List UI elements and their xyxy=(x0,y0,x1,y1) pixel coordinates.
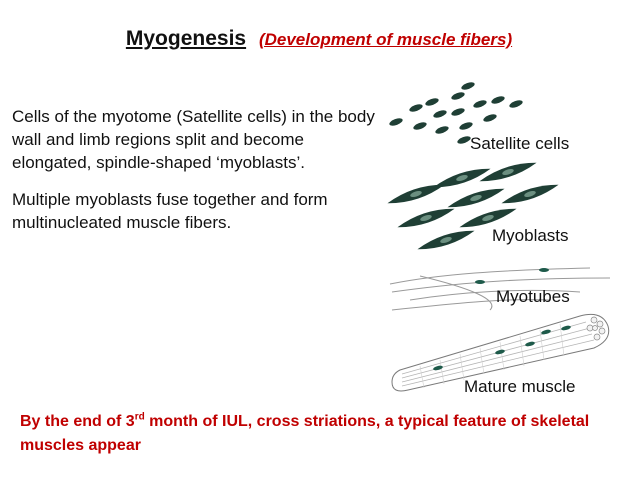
satellite-cell xyxy=(473,100,487,108)
satellite-cell xyxy=(389,118,403,126)
satellite-cell xyxy=(461,82,475,90)
satellite-cell xyxy=(491,96,505,104)
satellite-cell xyxy=(425,98,439,106)
title-main: Myogenesis xyxy=(125,27,247,50)
myotube-nucleus xyxy=(475,280,485,284)
muscle-nucleus xyxy=(561,325,571,331)
myotube-fiber xyxy=(391,277,611,293)
myoblast-cell xyxy=(459,208,517,228)
myotube-fiber xyxy=(389,267,591,285)
myotube-fiber xyxy=(409,289,581,301)
title-subtitle: (Development of muscle fibers) xyxy=(258,30,513,49)
satellite-cell xyxy=(409,104,423,112)
muscle-nucleus xyxy=(541,329,551,335)
myotube-nucleus xyxy=(539,268,549,272)
footer-ordinal-suffix: rd xyxy=(134,411,145,423)
label-myoblasts: Myoblasts xyxy=(492,226,569,245)
myoblast-cell xyxy=(417,230,475,250)
label-myotubes: Myotubes xyxy=(496,287,570,306)
footer-text-start: By the end of 3 xyxy=(20,413,135,430)
myoblast-cell xyxy=(397,208,455,228)
satellite-cell xyxy=(435,126,449,134)
satellite-cell xyxy=(459,122,473,130)
slide-title: Myogenesis (Development of muscle fibers… xyxy=(0,27,638,51)
satellite-cell xyxy=(457,136,471,144)
myoblasts-group xyxy=(387,162,559,250)
footer-text-end: month of IUL, cross striations, a typica… xyxy=(20,413,590,454)
paragraph-satellite-cells: Cells of the myotome (Satellite cells) i… xyxy=(12,107,375,172)
myoblast-cell xyxy=(479,162,537,182)
myoblast-cell xyxy=(387,184,445,204)
muscle-nucleus xyxy=(525,341,535,347)
paragraph-myoblast-fusion: Multiple myoblasts fuse together and for… xyxy=(12,190,328,232)
myoblast-cell xyxy=(447,188,505,208)
satellite-cell xyxy=(433,110,447,118)
mature-muscle-group xyxy=(391,313,610,392)
myoblast-cell xyxy=(433,168,491,188)
satellite-cell xyxy=(509,100,523,108)
satellite-cells-group xyxy=(389,82,523,144)
label-mature-muscle: Mature muscle xyxy=(464,377,575,396)
satellite-cell xyxy=(451,108,465,116)
myotube-fiber xyxy=(391,299,551,311)
myoblast-cell xyxy=(501,184,559,204)
myogenesis-diagram: Satellite cells xyxy=(380,78,635,400)
muscle-bundle-end xyxy=(586,316,606,341)
myogenesis-illustration: Satellite cells xyxy=(387,82,611,396)
muscle-nucleus xyxy=(495,349,505,355)
label-satellite-cells: Satellite cells xyxy=(470,134,569,153)
body-text: Cells of the myotome (Satellite cells) i… xyxy=(12,105,377,248)
satellite-cell xyxy=(451,92,465,100)
muscle-nucleus xyxy=(433,365,443,371)
myotubes-group xyxy=(389,267,611,311)
myotube-fiber xyxy=(419,275,493,311)
footer-statement: By the end of 3rd month of IUL, cross st… xyxy=(20,410,620,458)
satellite-cell xyxy=(413,122,427,130)
satellite-cell xyxy=(483,114,497,122)
